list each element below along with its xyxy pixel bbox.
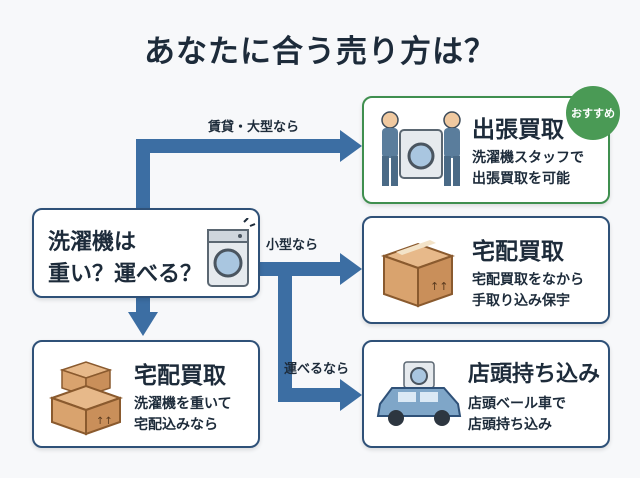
recommend-badge: おすすめ xyxy=(566,86,620,140)
cardboard-box-stack-icon: ↑↑ xyxy=(48,361,124,436)
option-delivery-heavy-desc-2: 宅配込みなら xyxy=(134,417,218,433)
page-title: あなたに合う売り方は？ xyxy=(144,34,496,70)
movers-icon xyxy=(381,111,461,186)
start-line-2: 重い？運べる？ xyxy=(48,262,203,287)
option-box-delivery-heavy: ↑↑ 宅配買取 洗濯機を重いて 宅配込みなら xyxy=(32,340,260,448)
svg-text:↑↑: ↑↑ xyxy=(430,280,448,293)
branch-label-rental: 賃貸・大型なら xyxy=(208,120,300,135)
option-store-title: 店頭持ち込み xyxy=(468,362,601,387)
cardboard-box-icon: ↑↑ xyxy=(380,240,456,308)
option-visit-desc-2: 出張買取を可能 xyxy=(472,171,570,187)
option-store-desc-1: 店頭ベール車で xyxy=(468,396,566,412)
start-line-1: 洗濯機は xyxy=(48,230,137,255)
option-box-store: 店頭持ち込み 店頭ベール車で 店頭持ち込み xyxy=(362,340,610,448)
option-visit-title: 出張買取 xyxy=(472,117,564,143)
option-delivery-heavy-desc-1: 洗濯機を重いて xyxy=(134,396,232,412)
arrow-down-head xyxy=(128,312,158,336)
option-box-delivery: ↑↑ 宅配買取 宅配買取をなから 手取り込み保宇 xyxy=(362,216,610,324)
arrow-low-head xyxy=(340,379,362,411)
option-delivery-desc-1: 宅配買取をなから xyxy=(472,272,584,288)
start-question-box: 洗濯機は 重い？運べる？ xyxy=(32,208,260,298)
arrow-low-shaft xyxy=(278,388,344,402)
car-icon xyxy=(376,361,462,426)
arrow-top-shaft xyxy=(136,139,342,153)
option-store-desc-2: 店頭持ち込み xyxy=(468,417,552,433)
arrow-trunk xyxy=(136,145,150,213)
arrow-top-head xyxy=(340,130,362,162)
arrow-mid-shaft xyxy=(278,262,344,276)
svg-text:↑↑: ↑↑ xyxy=(96,416,113,427)
option-visit-desc-1: 洗濯機スタッフで xyxy=(472,150,584,166)
arrow-down-shaft xyxy=(136,294,150,314)
option-delivery-heavy-title: 宅配買取 xyxy=(134,363,226,389)
arrow-branch-vertical xyxy=(278,262,292,402)
option-delivery-desc-2: 手取り込み保宇 xyxy=(472,293,570,309)
arrow-mid-head xyxy=(340,253,362,285)
washing-machine-icon xyxy=(207,218,256,287)
branch-label-portable: 運べるなら xyxy=(284,362,350,377)
branch-label-small: 小型なら xyxy=(266,238,319,253)
option-delivery-title: 宅配買取 xyxy=(472,239,564,265)
